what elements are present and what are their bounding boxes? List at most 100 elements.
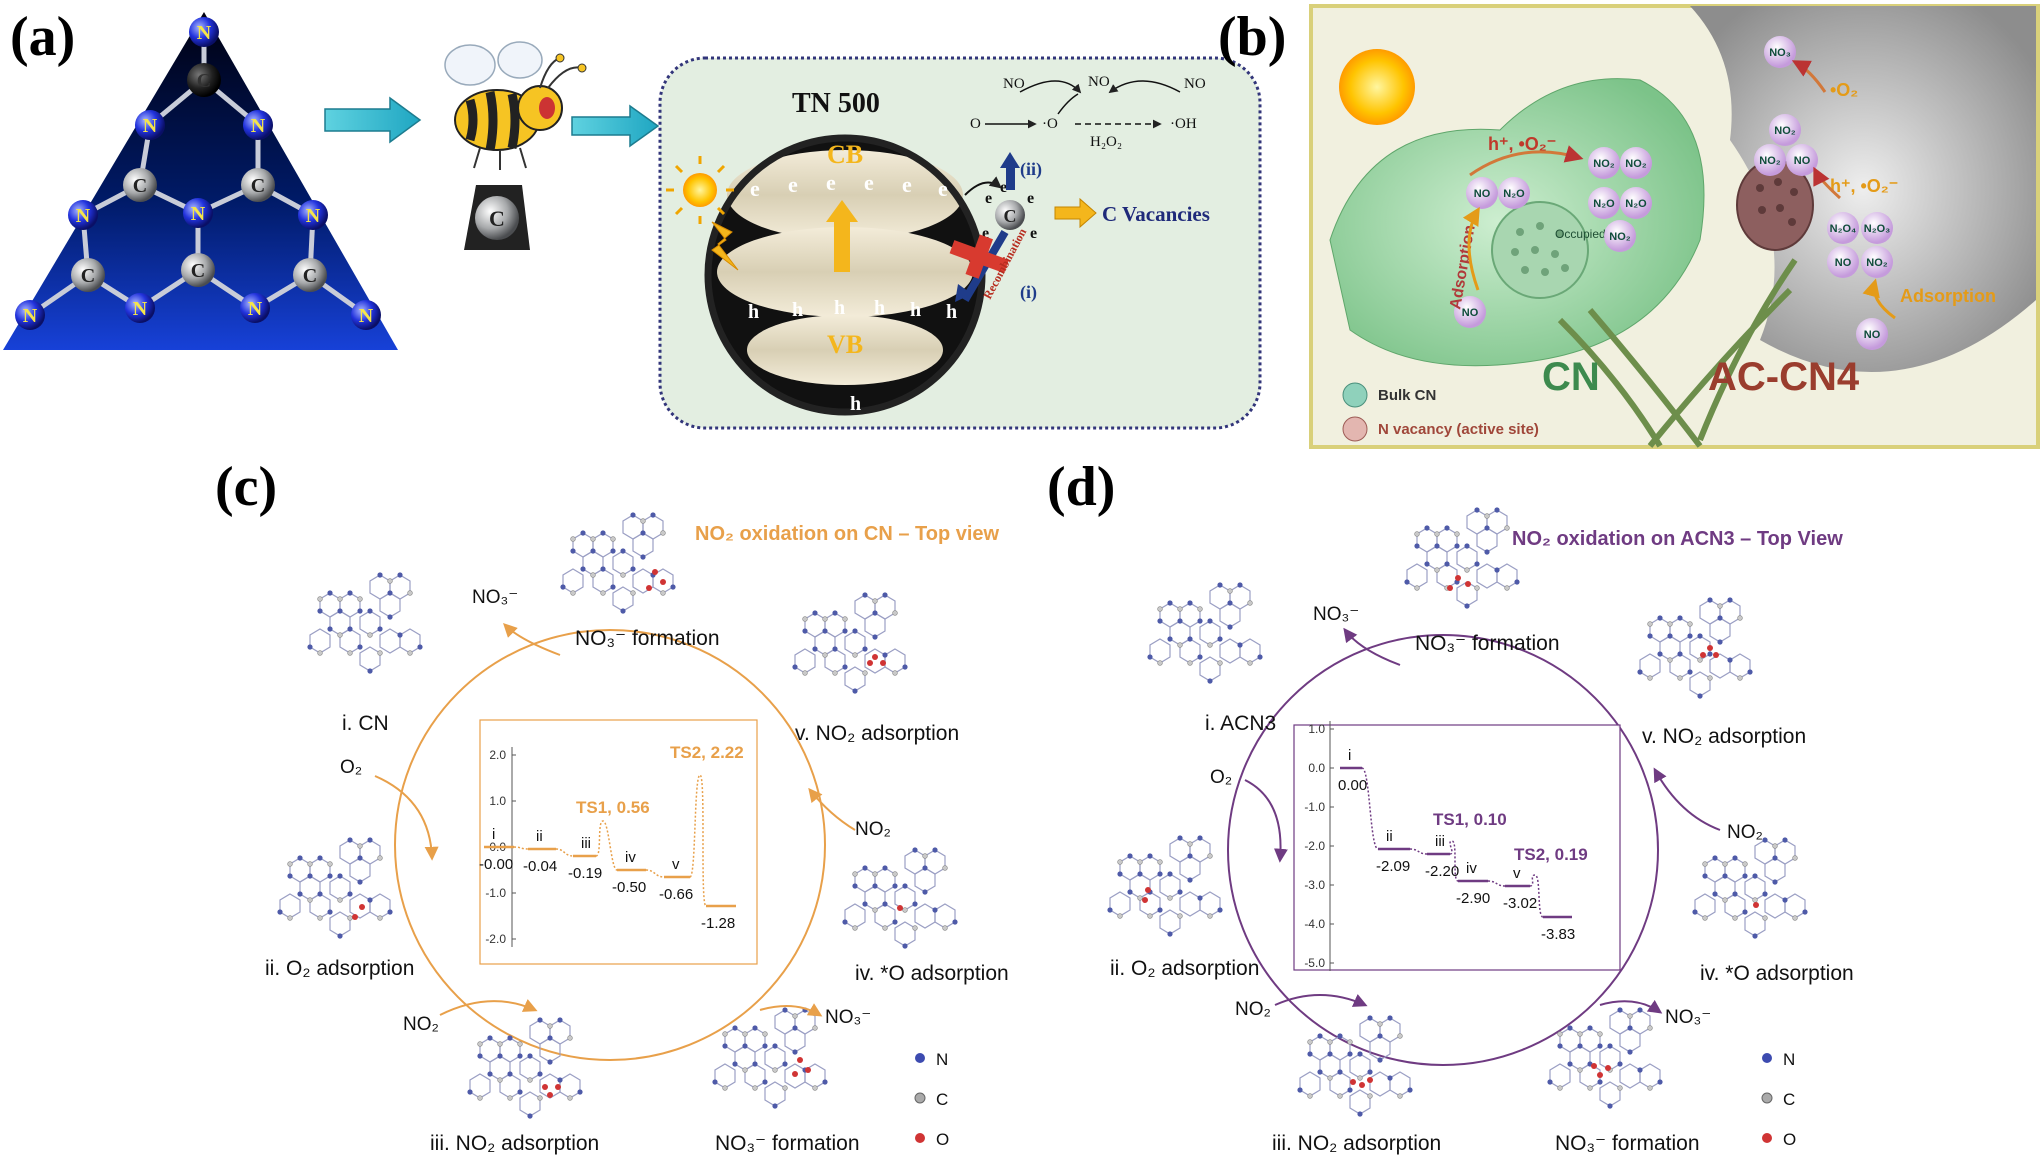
vacancy-legend-icon (1342, 416, 1368, 442)
flow-arrow-no2-left (439, 999, 538, 1016)
energy-value-label: -0.04 (523, 858, 557, 875)
legend-o-dot (1762, 1133, 1772, 1143)
svg-text:NO₃⁻: NO₃⁻ (1313, 604, 1359, 625)
svg-text:C: C (251, 175, 265, 197)
transition-connector (1409, 848, 1428, 855)
c-vacancies-label: C Vacancies (1102, 202, 1210, 226)
legend-c-label: C (1783, 1090, 1795, 1109)
step-label: i (492, 826, 495, 843)
y-tick-label: -4.0 (1304, 917, 1325, 931)
svg-text:NO₂: NO₂ (1759, 155, 1781, 167)
legend-c-dot (1761, 1092, 1773, 1104)
flow-arrow-no3-top (1343, 627, 1401, 666)
svg-text:O: O (970, 116, 981, 132)
svg-text:C: C (81, 265, 95, 287)
energy-value-label: -2.20 (1425, 863, 1459, 880)
svg-text:NO₃⁻ formation: NO₃⁻ formation (1415, 632, 1560, 655)
svg-text:·O: ·O (1042, 116, 1058, 132)
svg-text:h: h (874, 297, 885, 319)
energy-value-label: -2.09 (1376, 858, 1410, 875)
panel-label-a: (a) (10, 6, 75, 68)
svg-text:iv. *O adsorption: iv. *O adsorption (1700, 962, 1854, 985)
svg-text:NO₂: NO₂ (1235, 999, 1271, 1020)
legend-bulk-cn: Bulk CN (1378, 387, 1436, 404)
svg-text:e: e (750, 176, 760, 201)
molecule-no2-adsorption-iii (466, 1016, 584, 1120)
svg-text:e: e (902, 172, 912, 197)
svg-text:N: N (359, 305, 374, 327)
svg-text:e: e (1027, 190, 1034, 207)
y-tick-label: -2.0 (1304, 839, 1325, 853)
svg-text:N: N (251, 115, 266, 137)
svg-text:e: e (938, 176, 948, 201)
brown-pod-holes (1756, 178, 1798, 226)
svg-text:v. NO₂ adsorption: v. NO₂ adsorption (1642, 725, 1806, 748)
svg-text:NO₂: NO₂ (1727, 822, 1763, 843)
svg-text:NO₃: NO₃ (1769, 47, 1791, 59)
transition-connector (1487, 880, 1506, 887)
svg-text:N: N (133, 298, 148, 320)
legend-n-vacancy: N vacancy (active site) (1378, 421, 1539, 438)
panel-label-c: (c) (215, 456, 277, 518)
flow-labels-c: O₂ NO₃⁻ NO₂ NO₃⁻ NO₂ (340, 587, 891, 1035)
molecule-cn (306, 571, 424, 675)
transition-connector (555, 848, 574, 857)
svg-text:NO₂: NO₂ (1609, 231, 1631, 243)
step-label: ii (1386, 828, 1393, 845)
molecule-no3-formation-bottom (1546, 1006, 1664, 1110)
molecule-no2-adsorption-v (791, 591, 909, 695)
svg-text:e: e (788, 172, 798, 197)
step-label: iv (625, 849, 636, 866)
step-label: v (672, 856, 680, 873)
energy-value-label: 0.00 (1338, 777, 1367, 794)
transition-connector (689, 774, 707, 907)
pod-holes (1511, 222, 1569, 276)
molecule-acn3 (1146, 581, 1264, 685)
lotus-stems (1557, 258, 1798, 448)
panel-d-title: NO₂ oxidation on ACN3 – Top View (1512, 528, 1843, 550)
occupied-label: Occupied (1555, 227, 1606, 241)
transition-connector (645, 869, 665, 878)
molecule-o-adsorption (1691, 836, 1809, 940)
panel-label-d: (d) (1047, 456, 1115, 518)
legend-n-dot (1762, 1053, 1772, 1063)
y-tick-label: 0.0 (1308, 761, 1325, 775)
lotus-leaf-gray (1690, 6, 2036, 372)
svg-text:h: h (910, 299, 921, 321)
arrow-right-icon (571, 104, 660, 148)
flow-arrow-no2-right (1653, 767, 1721, 831)
svg-text:NO: NO (1184, 76, 1206, 92)
oxygen-atoms-c (352, 569, 903, 1098)
legend-n-label: N (936, 1050, 948, 1069)
oxygen-atoms-d (1142, 575, 1759, 1088)
vacancy-carbon-icon (995, 200, 1025, 230)
legend-o-label: O (1783, 1130, 1796, 1149)
step-label: v (1513, 865, 1521, 882)
legend-o-label: O (936, 1130, 949, 1149)
svg-text:NO₂: NO₂ (855, 819, 891, 840)
svg-text:h: h (946, 301, 957, 323)
energy-value-label: -1.28 (701, 915, 735, 932)
ts1-label-d: TS1, 0.10 (1433, 810, 1507, 829)
svg-text:NO₂: NO₂ (1774, 125, 1796, 137)
y-tick-label: -2.0 (485, 932, 506, 946)
transition-connector (1529, 874, 1544, 918)
bucket-c-label: C (489, 206, 505, 231)
svg-text:e: e (1000, 179, 1007, 196)
svg-text:N: N (248, 298, 263, 320)
svg-text:C: C (191, 260, 205, 282)
adsorption-right-label: Adsorption (1900, 286, 1996, 306)
svg-text:O₂: O₂ (1210, 767, 1232, 788)
svg-text:ii. O₂ adsorption: ii. O₂ adsorption (265, 957, 414, 980)
state-labels-d: i. ACN3 NO₃⁻ formation v. NO₂ adsorption… (1110, 632, 1854, 1155)
svg-text:NO₂: NO₂ (403, 1014, 439, 1035)
bee-icon (444, 41, 587, 170)
legend-n-label: N (1783, 1050, 1795, 1069)
svg-text:NO₃⁻ formation: NO₃⁻ formation (575, 627, 720, 650)
step-label: iii (581, 835, 591, 852)
svg-text:N₂O: N₂O (1625, 198, 1647, 210)
svg-text:N: N (306, 205, 321, 227)
